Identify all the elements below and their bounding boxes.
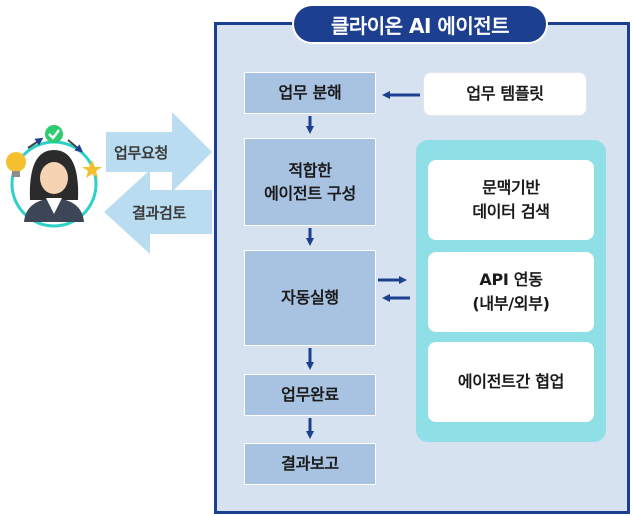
capability-card-search: 문맥기반 데이터 검색: [428, 160, 594, 240]
review-label: 결과검토: [132, 204, 187, 222]
capability-api-line1: API 연동: [479, 270, 543, 289]
lightbulb-icon: [6, 152, 26, 177]
capability-card-collab: 에이전트간 협업: [428, 342, 594, 422]
star-icon: [82, 160, 102, 178]
capability-search-line2: 데이터 검색: [472, 202, 550, 221]
capability-search-line1: 문맥기반: [482, 178, 540, 197]
request-label: 업무요청: [114, 144, 169, 162]
template-card: 업무 템플릿: [423, 72, 587, 116]
agent-title: 클라이온 AI 에이전트: [292, 4, 548, 44]
user-arrow-right: [67, 139, 84, 153]
step-select-agents: 적합한 에이전트 구성: [244, 138, 376, 226]
step-execute: 자동실행: [244, 250, 376, 346]
request-arrow: [106, 112, 212, 192]
step-complete-label: 업무완료: [281, 385, 339, 405]
capability-collab-line1: 에이전트간 협업: [457, 372, 565, 391]
step-decompose: 업무 분해: [244, 72, 376, 114]
step-report-label: 결과보고: [281, 454, 339, 474]
step-select-agents-line1: 적합한: [288, 160, 332, 180]
template-card-label: 업무 템플릿: [466, 84, 544, 103]
step-decompose-label: 업무 분해: [278, 83, 342, 103]
review-arrow: [104, 170, 212, 254]
check-icon: [45, 125, 63, 143]
step-report: 결과보고: [244, 443, 376, 485]
user-icon: [10, 140, 98, 228]
step-execute-label: 자동실행: [281, 288, 339, 308]
step-select-agents-line2: 에이전트 구성: [264, 184, 356, 203]
capability-card-api: API 연동 (내부/외부): [428, 252, 594, 332]
capability-api-line2: (내부/외부): [472, 294, 550, 313]
user-arrow-left: [27, 137, 44, 149]
step-complete: 업무완료: [244, 374, 376, 416]
